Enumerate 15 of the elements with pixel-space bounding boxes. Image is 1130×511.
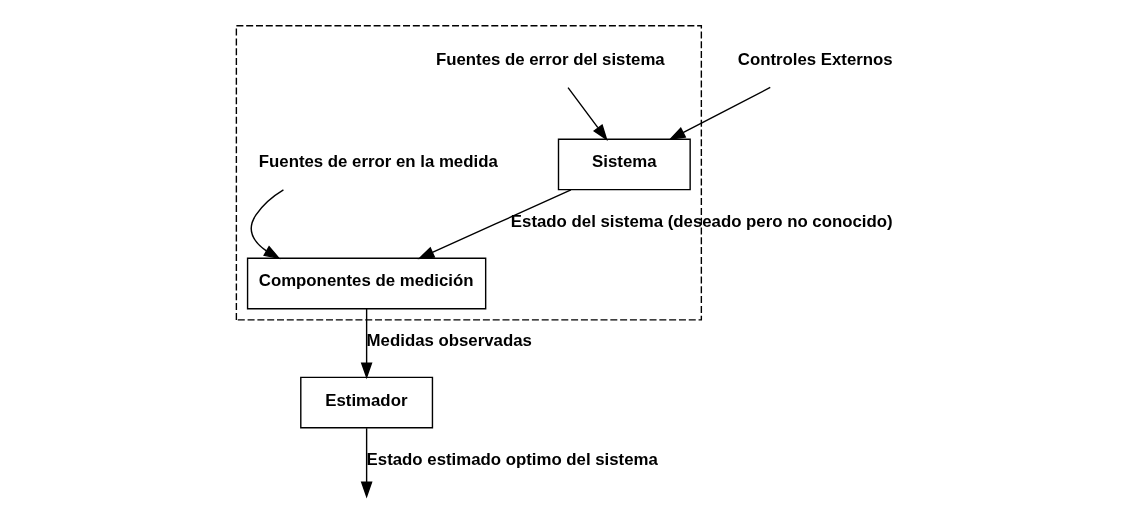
edge-label: Estado del sistema (deseado pero no conocido)	[510, 211, 893, 231]
edge-label: Medidas observadas	[366, 330, 532, 350]
arrow	[566, 86, 608, 141]
node-box: Componentes de medición	[246, 257, 486, 309]
arrow	[668, 86, 771, 140]
arrow	[360, 307, 372, 379]
arrow	[417, 188, 572, 259]
node-text: Fuentes de error del sistema	[435, 49, 665, 69]
node-text: Controles Externos	[737, 49, 893, 69]
node-box: Estimador	[299, 376, 433, 428]
node-box: Sistema	[557, 138, 691, 190]
arrow	[250, 188, 284, 259]
node-text: Fuentes de error en la medida	[258, 151, 498, 171]
arrow	[360, 427, 372, 498]
edge-label: Estado estimado optimo del sistema	[366, 449, 658, 469]
